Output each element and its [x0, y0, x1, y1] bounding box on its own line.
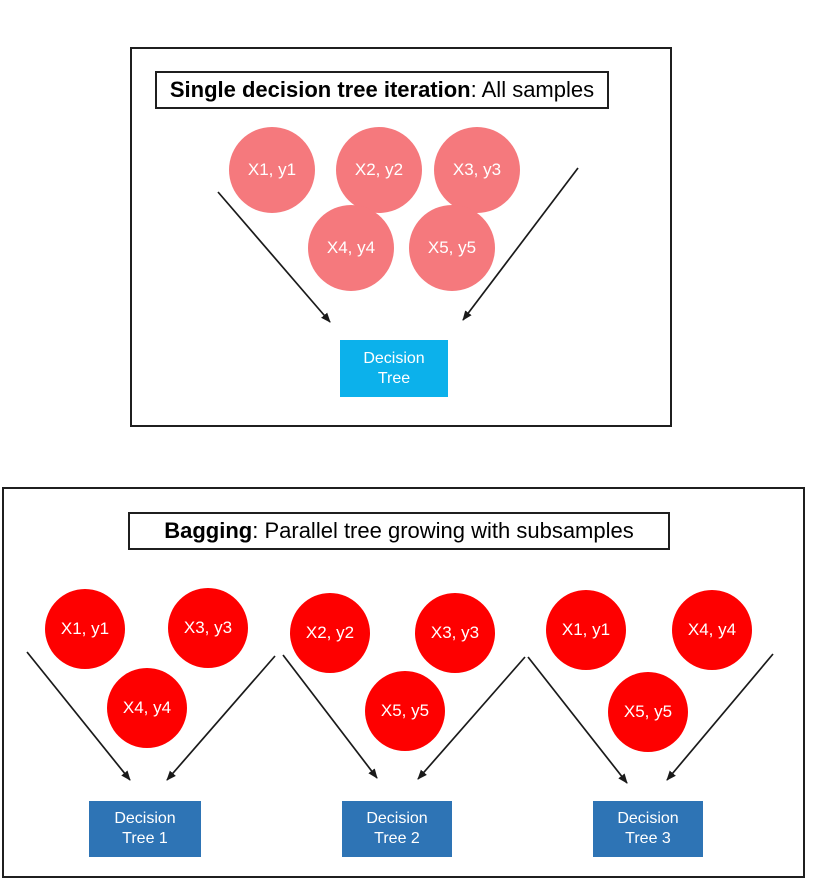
decision-tree-1-box: Decision Tree 1	[89, 801, 201, 857]
sample-circle-x5y5: X5, y5	[409, 205, 495, 291]
single-tree-title-rest: : All samples	[470, 77, 595, 102]
subsample3-circle-x5y5: X5, y5	[608, 672, 688, 752]
subsample1-circle-x3y3: X3, y3	[168, 588, 248, 668]
subsample1-circle-x1y1: X1, y1	[45, 589, 125, 669]
bagging-title: Bagging: Parallel tree growing with subs…	[128, 512, 670, 550]
subsample2-circle-x2y2: X2, y2	[290, 593, 370, 673]
decision-tree-box: Decision Tree	[340, 340, 448, 397]
subsample2-circle-x5y5: X5, y5	[365, 671, 445, 751]
subsample3-circle-x4y4: X4, y4	[672, 590, 752, 670]
bagging-title-bold: Bagging	[164, 518, 253, 543]
sample-circle-x4y4: X4, y4	[308, 205, 394, 291]
sample-circle-x3y3: X3, y3	[434, 127, 520, 213]
sample-circle-x2y2: X2, y2	[336, 127, 422, 213]
subsample3-circle-x1y1: X1, y1	[546, 590, 626, 670]
decision-tree-3-box: Decision Tree 3	[593, 801, 703, 857]
bagging-title-rest: : Parallel tree growing with subsamples	[252, 518, 634, 543]
subsample1-circle-x4y4: X4, y4	[107, 668, 187, 748]
subsample2-circle-x3y3: X3, y3	[415, 593, 495, 673]
single-tree-title: Single decision tree iteration: All samp…	[155, 71, 609, 109]
single-tree-title-bold: Single decision tree iteration	[169, 77, 471, 102]
sample-circle-x1y1: X1, y1	[229, 127, 315, 213]
decision-tree-2-box: Decision Tree 2	[342, 801, 452, 857]
